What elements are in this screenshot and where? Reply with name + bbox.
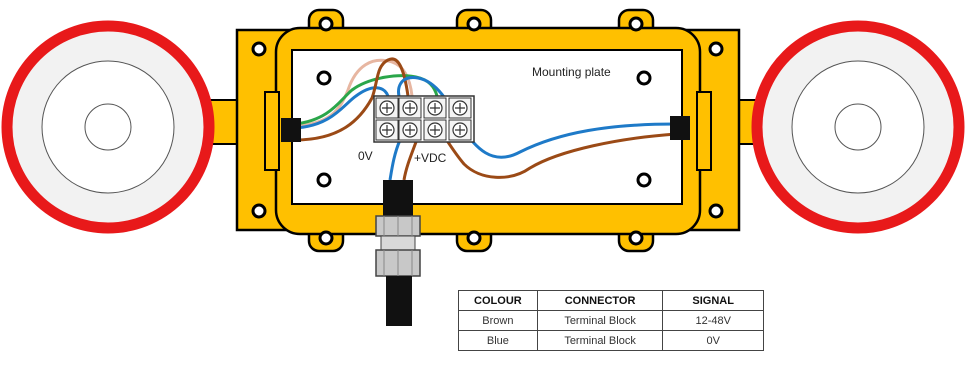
- mounting-plate-label: Mounting plate: [532, 65, 611, 79]
- col-header-connector: CONNECTOR: [536, 290, 664, 311]
- left-load-cell: [1, 20, 276, 234]
- zero-v-label: 0V: [358, 149, 373, 163]
- cell-connector: Terminal Block: [536, 310, 664, 331]
- col-header-signal: SIGNAL: [662, 290, 764, 311]
- col-header-colour: COLOUR: [458, 290, 538, 311]
- plus-vdc-label: +VDC: [414, 151, 447, 165]
- power-blue-wire: [388, 139, 402, 181]
- power-brown-wire: [402, 141, 418, 181]
- left-sensor-center: [84, 103, 132, 151]
- power-cable-bottom: [386, 276, 412, 326]
- table-row: Blue Terminal Block 0V: [458, 330, 764, 351]
- terminal-block: [373, 95, 475, 143]
- cell-signal: 12-48V: [662, 310, 764, 331]
- left-brown-wire: [294, 57, 410, 142]
- wiring: [294, 57, 677, 181]
- right-brown-wire: [436, 127, 677, 179]
- power-cable-top: [383, 180, 413, 220]
- cell-connector: Terminal Block: [536, 330, 664, 351]
- screw-slots: [382, 103, 465, 135]
- table-header-row: COLOUR CONNECTOR SIGNAL: [458, 290, 764, 311]
- cell-colour: Brown: [458, 310, 538, 331]
- gland-thread: [380, 235, 416, 251]
- right-sensor-center: [834, 103, 882, 151]
- right-cable-grommet: [670, 116, 690, 140]
- left-blue-wire: [294, 86, 390, 130]
- table-row: Brown Terminal Block 12-48V: [458, 310, 764, 331]
- power-cable-gland: [375, 180, 421, 326]
- cell-signal: 0V: [662, 330, 764, 351]
- cell-colour: Blue: [458, 330, 538, 351]
- left-cable-grommet: [281, 118, 301, 142]
- signal-table: COLOUR CONNECTOR SIGNAL Brown Terminal B…: [458, 290, 764, 351]
